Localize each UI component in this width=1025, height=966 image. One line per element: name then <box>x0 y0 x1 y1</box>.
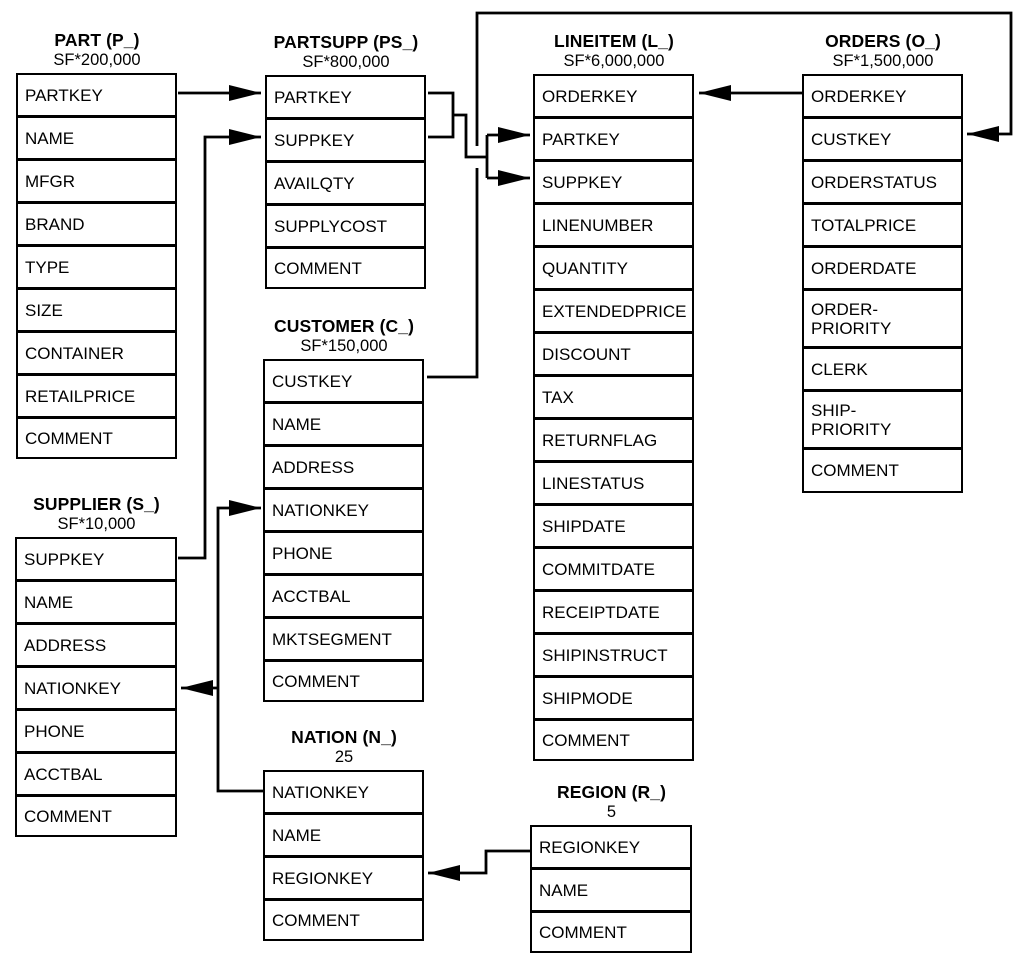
table-region-header: REGION (R_)5 <box>500 782 723 822</box>
table-part-header: PART (P_)SF*200,000 <box>0 30 208 70</box>
table-supplier-col-suppkey: SUPPKEY <box>17 539 175 582</box>
table-orders-col-orderstatus: ORDERSTATUS <box>804 162 961 205</box>
table-supplier-title: SUPPLIER (S_) <box>33 494 160 514</box>
table-customer-title: CUSTOMER (C_) <box>273 316 414 336</box>
table-part-col-brand: BRAND <box>18 204 175 247</box>
table-orders-col-ship-priority: SHIP- PRIORITY <box>804 392 961 450</box>
table-lineitem-col-shipmode: SHIPMODE <box>535 678 692 721</box>
table-customer-col-mktsegment: MKTSEGMENT <box>265 619 422 662</box>
table-orders-cardinality: SF*1,500,000 <box>832 52 934 70</box>
table-nation-title: NATION (N_) <box>291 727 397 747</box>
table-nation-col-regionkey: REGIONKEY <box>265 858 422 901</box>
table-partsupp-title: PARTSUPP (PS_) <box>273 32 419 52</box>
table-part-col-comment: COMMENT <box>25 428 113 448</box>
table-lineitem-title: LINEITEM (L_) <box>554 31 674 51</box>
table-supplier-col-name: NAME <box>17 582 175 625</box>
table-nation-col-comment: COMMENT <box>272 910 360 930</box>
table-partsupp-col-availqty: AVAILQTY <box>267 163 424 206</box>
table-partsupp-header: PARTSUPP (PS_)SF*800,000 <box>235 32 457 72</box>
table-customer-col-nationkey: NATIONKEY <box>265 490 422 533</box>
table-customer-header: CUSTOMER (C_)SF*150,000 <box>233 316 455 356</box>
table-orders-header: ORDERS (O_)SF*1,500,000 <box>772 31 994 71</box>
table-customer-col-phone: PHONE <box>265 533 422 576</box>
table-part-col-type: TYPE <box>18 247 175 290</box>
table-part-col-name: NAME <box>18 118 175 161</box>
table-partsupp-col-partkey: PARTKEY <box>267 77 424 120</box>
table-partsupp-col-suppkey: SUPPKEY <box>267 120 424 163</box>
table-lineitem-col-quantity: QUANTITY <box>535 248 692 291</box>
table-orders-col-clerk: CLERK <box>804 349 961 392</box>
arrow-region-regionkey-to-nation-regionkey <box>428 849 530 881</box>
table-orders-col-comment: COMMENT <box>811 461 899 480</box>
table-partsupp-cardinality: SF*800,000 <box>302 53 390 71</box>
table-supplier-col-nationkey: NATIONKEY <box>17 668 175 711</box>
table-lineitem-col-partkey: PARTKEY <box>535 119 692 162</box>
table-lineitem-col-orderkey: ORDERKEY <box>535 76 692 119</box>
table-supplier-header: SUPPLIER (S_)SF*10,000 <box>0 494 208 534</box>
table-part-col-mfgr: MFGR <box>18 161 175 204</box>
table-part-col-container: CONTAINER <box>18 333 175 376</box>
table-supplier-col-address: ADDRESS <box>17 625 175 668</box>
connector-partsupp-keys-bracket <box>428 91 455 139</box>
table-nation-cardinality: 25 <box>334 748 354 766</box>
table-lineitem-col-discount: DISCOUNT <box>535 334 692 377</box>
table-region-cardinality: 5 <box>606 803 617 821</box>
table-lineitem-col-commitdate: COMMITDATE <box>535 549 692 592</box>
table-region-col-comment: COMMENT <box>539 922 627 942</box>
table-orders-col-orderkey: ORDERKEY <box>804 76 961 119</box>
table-part-col-size: SIZE <box>18 290 175 333</box>
table-lineitem-col-returnflag: RETURNFLAG <box>535 420 692 463</box>
table-region-col-name: NAME <box>532 870 690 913</box>
table-lineitem-header: LINEITEM (L_)SF*6,000,000 <box>503 31 725 71</box>
table-part-col-partkey: PARTKEY <box>18 75 175 118</box>
table-nation-col-nationkey: NATIONKEY <box>265 772 422 815</box>
table-partsupp-col-supplycost: SUPPLYCOST <box>267 206 424 249</box>
table-customer-cardinality: SF*150,000 <box>300 337 388 355</box>
table-supplier-cardinality: SF*10,000 <box>57 515 136 533</box>
table-customer-col-custkey: CUSTKEY <box>265 361 422 404</box>
table-part-col-retailprice: RETAILPRICE <box>18 376 175 419</box>
table-nation-header: NATION (N_)25 <box>233 727 455 767</box>
table-lineitem-col-shipdate: SHIPDATE <box>535 506 692 549</box>
table-part-title: PART (P_) <box>54 30 140 50</box>
table-lineitem-col-comment: COMMENT <box>542 730 630 750</box>
table-region-title: REGION (R_) <box>556 782 667 802</box>
table-lineitem-col-shipinstruct: SHIPINSTRUCT <box>535 635 692 678</box>
table-lineitem-col-linestatus: LINESTATUS <box>535 463 692 506</box>
table-customer-col-comment: COMMENT <box>272 671 360 691</box>
table-orders-col-orderdate: ORDERDATE <box>804 248 961 291</box>
table-orders-col-order-priority: ORDER- PRIORITY <box>804 291 961 349</box>
table-nation-col-name: NAME <box>265 815 422 858</box>
table-supplier-col-phone: PHONE <box>17 711 175 754</box>
table-lineitem-col-tax: TAX <box>535 377 692 420</box>
table-partsupp-col-comment: COMMENT <box>274 258 362 278</box>
table-supplier-col-acctbal: ACCTBAL <box>17 754 175 797</box>
table-supplier-col-comment: COMMENT <box>24 806 112 826</box>
table-orders-col-totalprice: TOTALPRICE <box>804 205 961 248</box>
table-customer-col-address: ADDRESS <box>265 447 422 490</box>
table-customer-col-name: NAME <box>265 404 422 447</box>
table-lineitem-col-extendedprice: EXTENDEDPRICE <box>535 291 692 334</box>
table-lineitem-col-linenumber: LINENUMBER <box>535 205 692 248</box>
table-orders-col-custkey: CUSTKEY <box>804 119 961 162</box>
table-lineitem-col-receiptdate: RECEIPTDATE <box>535 592 692 635</box>
table-lineitem-col-suppkey: SUPPKEY <box>535 162 692 205</box>
table-part-cardinality: SF*200,000 <box>53 51 141 69</box>
table-region-col-regionkey: REGIONKEY <box>532 827 690 870</box>
connector-partsupp-to-lineitem-stem <box>453 113 486 159</box>
table-orders-title: ORDERS (O_) <box>825 31 941 51</box>
table-customer-col-acctbal: ACCTBAL <box>265 576 422 619</box>
table-lineitem-cardinality: SF*6,000,000 <box>563 52 665 70</box>
